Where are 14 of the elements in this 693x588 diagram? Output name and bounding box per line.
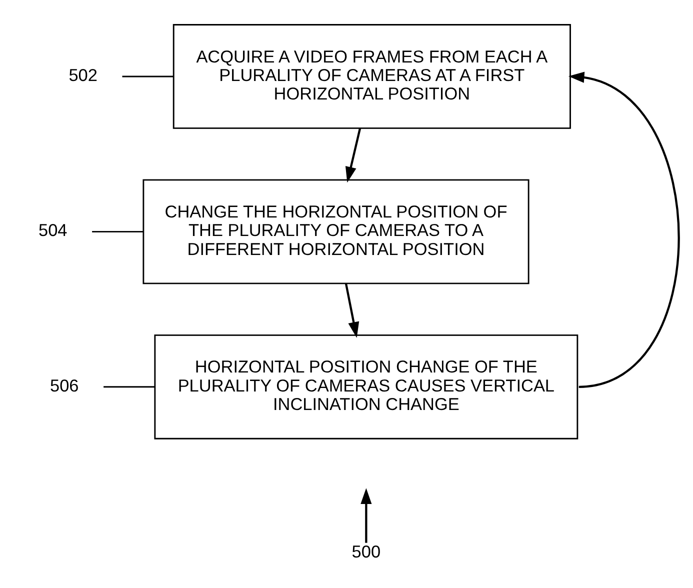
node-box: ACQUIRE A VIDEO FRAMES FROM EACH A PLURALITY OF CAMERAS AT A FIRST HORIZONTAL POSITION [172, 24, 571, 129]
node-text: 502 [68, 64, 98, 85]
connector [122, 76, 174, 78]
node-text: 506 [50, 375, 79, 396]
connector [104, 386, 155, 388]
arrow [568, 72, 680, 388]
node-text: 500 [352, 542, 381, 562]
node-box: HORIZONTAL POSITION CHANGE OF THE PLURALITY OF CAMERAS CAUSES VERTICAL INCLINATION CHANGE [154, 334, 578, 440]
node-box: CHANGE THE HORIZONTAL POSITION OF THE PLURALITY OF CAMERAS TO A DIFFERENT HORIZONTAL POSITION [142, 179, 530, 284]
connector [92, 230, 144, 232]
arrow [360, 488, 372, 543]
node-text: 504 [38, 220, 68, 240]
arrow [344, 283, 360, 338]
arrow [345, 128, 362, 183]
